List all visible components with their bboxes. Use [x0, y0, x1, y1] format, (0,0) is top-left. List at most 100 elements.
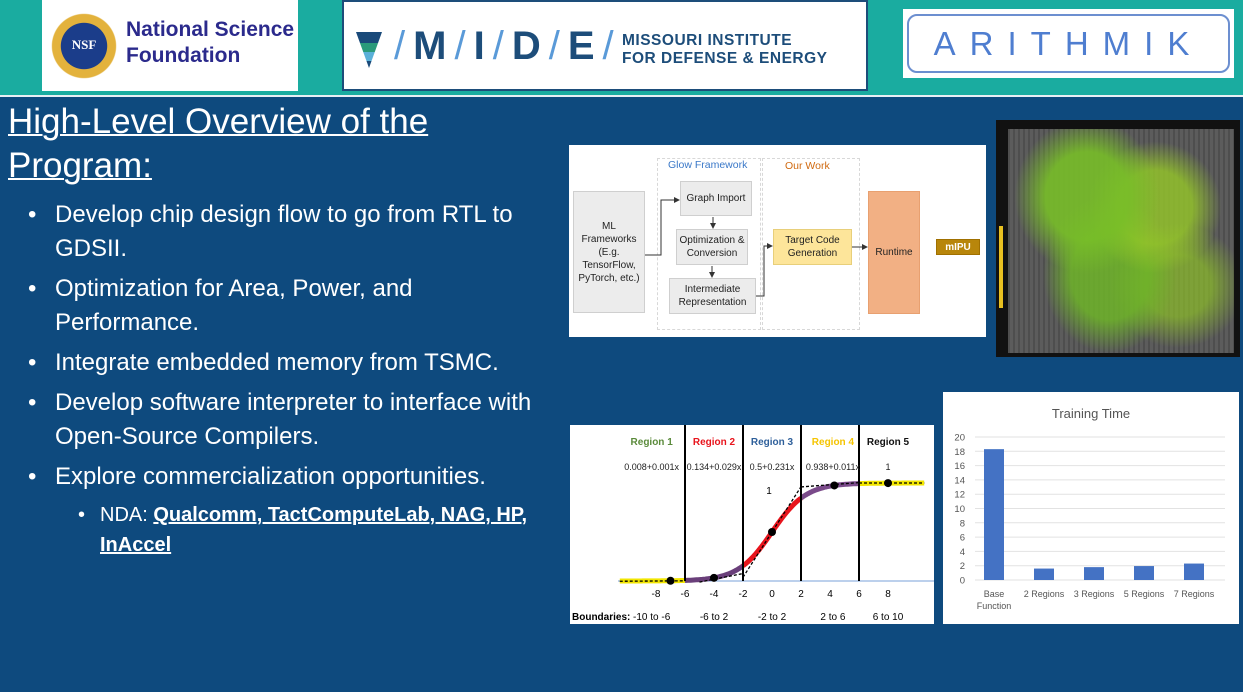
region-boundary: -2 to 2 — [758, 612, 787, 623]
mipu-box: mIPU — [936, 239, 980, 255]
nsf-logo: NSF National Science Foundation — [42, 0, 298, 91]
bullet-item: Explore commercialization opportunities. — [28, 460, 558, 494]
bar-chart-svg: Training Time02468101214161820BaseFuncti… — [954, 406, 1225, 611]
x-tick-label: Base — [984, 589, 1005, 599]
nda-partners: Qualcomm, TactComputeLab, NAG, HP, InAcc… — [100, 504, 528, 556]
region-boundary: 2 to 6 — [820, 612, 845, 623]
mide-name-line2: FOR DEFENSE & ENERGY — [622, 50, 828, 67]
region-equation: 1 — [885, 462, 890, 472]
flow-arrows — [645, 197, 868, 297]
x-tick-label: 8 — [885, 589, 891, 600]
y-tick-label: 18 — [954, 447, 965, 458]
y-tick-label: 4 — [960, 547, 965, 558]
region-boundary: -10 to -6 — [633, 612, 671, 623]
region-label: Region 5 — [867, 437, 910, 448]
mide-name-line1: MISSOURI INSTITUTE — [622, 32, 793, 49]
sample-point — [710, 573, 718, 582]
annotation-label: 1 — [766, 486, 772, 497]
region-boundary: -6 to 2 — [700, 612, 729, 623]
arrow-to-target-code — [756, 243, 773, 297]
arrow-to-graph-import — [645, 197, 680, 256]
flow-diagram: Glow Framework Our Work ML Frameworks (E… — [569, 145, 986, 337]
region-label: Region 1 — [631, 437, 674, 448]
bar-2-regions — [1034, 568, 1054, 580]
nsf-seal-icon: NSF — [50, 8, 118, 84]
mide-name: MISSOURI INSTITUTE FOR DEFENSE & ENERGY — [622, 32, 828, 68]
x-tick-label: 0 — [769, 589, 775, 600]
chip-io-bar — [999, 226, 1003, 308]
nsf-name: National Science Foundation — [126, 17, 294, 69]
x-tick-label: 4 — [827, 589, 833, 600]
our-work-group — [762, 158, 860, 330]
y-tick-label: 0 — [960, 576, 965, 587]
arithmik-wordmark: ARITHMIK — [907, 14, 1230, 73]
sigmoid-segment-4 — [799, 481, 859, 501]
chip-layout-image — [996, 120, 1240, 357]
region-equation: 0.008+0.001x — [624, 462, 679, 472]
bullet-item: Develop chip design flow to go from RTL … — [28, 198, 558, 266]
sample-point — [830, 481, 839, 490]
graph-import-box: Graph Import — [680, 181, 752, 216]
nsf-seal-text: NSF — [71, 37, 97, 52]
mide-emblem-icon — [356, 32, 382, 68]
logo-banner: NSF National Science Foundation /M/I/D/E… — [0, 0, 1243, 95]
y-tick-label: 14 — [954, 475, 965, 486]
ml-frameworks-box: ML Frameworks (E.g. TensorFlow, PyTorch,… — [573, 191, 645, 313]
bullet-item: Optimization for Area, Power, and Perfor… — [28, 272, 558, 340]
bar-3-regions — [1084, 567, 1104, 580]
y-tick-label: 8 — [960, 518, 965, 529]
glow-framework-label: Glow Framework — [668, 159, 748, 171]
runtime-box: Runtime — [868, 191, 920, 314]
bar-base-function — [984, 449, 1004, 580]
intermediate-representation-box: Intermediate Representation — [669, 278, 756, 314]
x-tick-label: 3 Regions — [1074, 589, 1115, 599]
bullet-list: Develop chip design flow to go from RTL … — [28, 198, 558, 566]
region-equation: 0.938+0.011x — [806, 462, 861, 472]
x-tick-label: 2 — [798, 589, 804, 600]
x-tick-label: Function — [977, 601, 1012, 611]
x-tick-label: -6 — [681, 589, 690, 600]
nsf-name-line1: National Science — [126, 18, 295, 41]
chart-title: Training Time — [1052, 406, 1130, 421]
target-code-generation-box: Target Code Generation — [773, 229, 852, 265]
bar-5-regions — [1134, 566, 1154, 580]
sample-point — [884, 479, 892, 488]
y-tick-label: 6 — [960, 533, 965, 544]
our-work-label: Our Work — [785, 160, 830, 172]
bar-7-regions — [1184, 563, 1204, 580]
sample-point — [666, 576, 675, 585]
linear-approximation-2 — [699, 572, 744, 583]
x-tick-label: -8 — [652, 589, 661, 600]
boundaries-label: Boundaries: — [572, 612, 630, 623]
bullet-item: Integrate embedded memory from TSMC. — [28, 346, 558, 380]
x-tick-label: 2 Regions — [1024, 589, 1065, 599]
sample-point — [768, 528, 776, 536]
nda-sub-bullet: NDA: Qualcomm, TactComputeLab, NAG, HP, … — [78, 500, 558, 560]
region-label: Region 2 — [693, 437, 736, 448]
y-tick-label: 16 — [954, 461, 965, 472]
region-boundary: 6 to 10 — [873, 612, 904, 623]
region-label: Region 4 — [812, 437, 855, 448]
x-tick-label: 7 Regions — [1174, 589, 1215, 599]
region-equation: 0.5+0.231x — [750, 462, 795, 472]
header-divider — [0, 95, 1243, 98]
nsf-name-line2: Foundation — [126, 44, 241, 67]
linear-approximation-3 — [742, 486, 802, 578]
mide-logo: /M/I/D/E/ MISSOURI INSTITUTE FOR DEFENSE… — [342, 0, 868, 91]
y-tick-label: 20 — [954, 433, 965, 444]
x-tick-label: 6 — [856, 589, 862, 600]
y-tick-label: 2 — [960, 561, 965, 572]
x-tick-label: -2 — [739, 589, 748, 600]
region-label: Region 3 — [751, 437, 794, 448]
arithmik-logo: ARITHMIK — [903, 9, 1234, 78]
chip-routing-map — [1008, 129, 1234, 353]
slide-title: High-Level Overview of the Program: — [8, 102, 429, 185]
y-tick-label: 12 — [954, 490, 965, 501]
glow-framework-group — [657, 158, 761, 330]
optimization-box: Optimization & Conversion — [676, 229, 748, 265]
x-tick-label: 5 Regions — [1124, 589, 1165, 599]
nda-label: NDA: — [100, 504, 154, 526]
